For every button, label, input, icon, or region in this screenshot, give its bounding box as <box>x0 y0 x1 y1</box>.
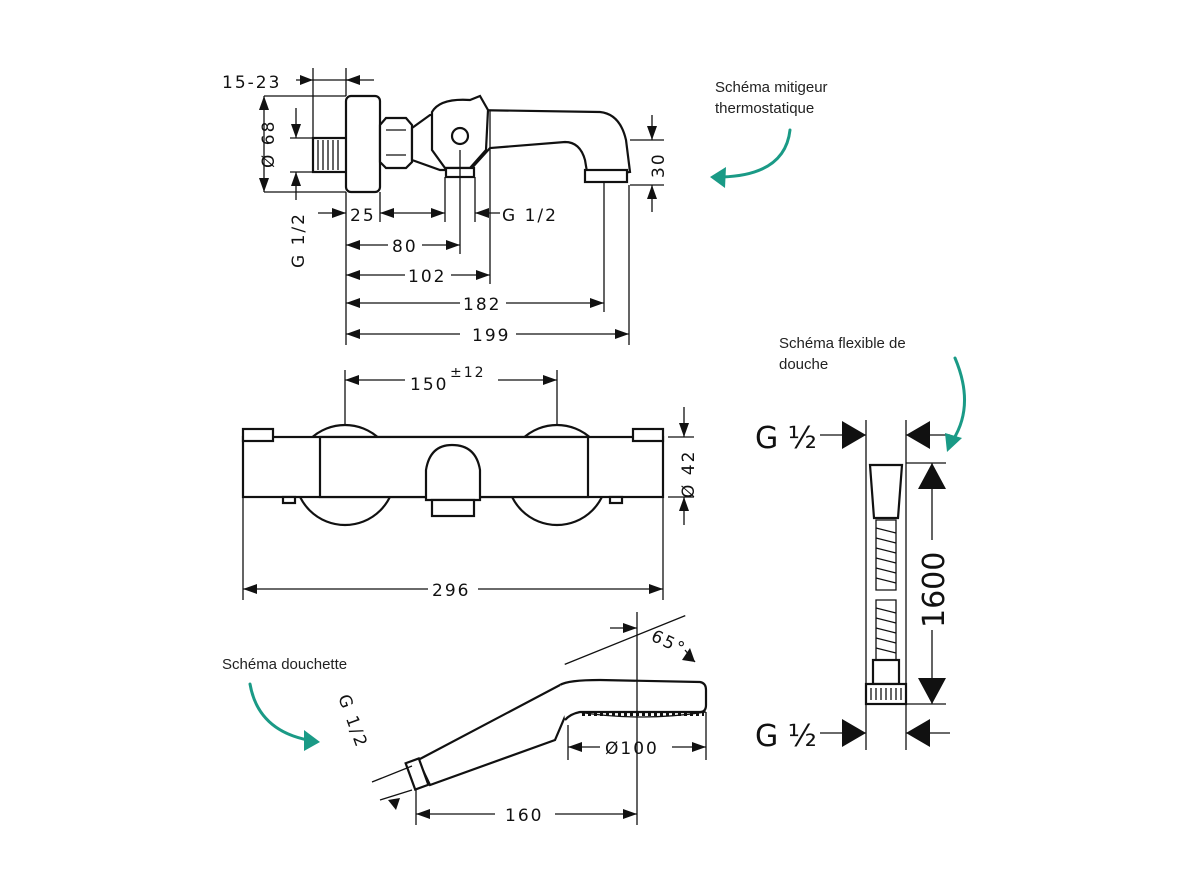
svg-text:Schéma flexible de: Schéma flexible de <box>779 335 906 352</box>
arrow-hose <box>951 356 966 442</box>
mixer-side-view: 15-23 Ø 68 G 1/2 25 G 1/2 30 <box>222 68 669 346</box>
mixer-front-view: 150 ±12 Ø 42 296 <box>241 365 699 601</box>
caption-hose: Schéma flexible de douche <box>779 335 966 452</box>
handshower-diameter: Ø100 <box>605 739 659 759</box>
hand-shower: 65° Ø100 160 G 1/2 <box>333 612 708 826</box>
svg-text:thermostatique: thermostatique <box>715 100 814 117</box>
hose-length: 1600 <box>917 552 952 628</box>
dim-d42: Ø 42 <box>679 450 699 498</box>
dim-296: 296 <box>432 581 470 601</box>
dim-150: 150 <box>410 375 448 395</box>
svg-text:Schéma douchette: Schéma douchette <box>222 656 347 673</box>
caption-handshower: Schéma douchette <box>222 656 347 751</box>
dim-150-tolerance: ±12 <box>450 365 486 381</box>
handshower-g12: G 1/2 <box>333 692 371 751</box>
dim-d68: Ø 68 <box>259 120 279 168</box>
dim-80: 80 <box>392 237 418 257</box>
shower-hose: G ½ G ½ 1600 <box>755 420 952 754</box>
dim-g12-inlet: G 1/2 <box>289 212 309 268</box>
dim-199: 199 <box>472 326 510 346</box>
caption-mixer: Schéma mitigeur thermostatique <box>710 79 828 188</box>
arrow-handshower <box>248 682 310 742</box>
handshower-length: 160 <box>505 806 543 826</box>
dim-182: 182 <box>463 295 501 315</box>
dim-25: 25 <box>350 206 376 226</box>
dim-15-23: 15-23 <box>222 73 281 93</box>
svg-text:Schéma mitigeur: Schéma mitigeur <box>715 79 828 96</box>
hose-g12-top: G ½ <box>755 421 817 456</box>
svg-text:douche: douche <box>779 356 828 373</box>
hose-g12-bottom: G ½ <box>755 719 817 754</box>
dim-g12-outlet: G 1/2 <box>502 206 558 226</box>
dim-30: 30 <box>649 152 669 178</box>
angle-65: 65° <box>648 626 689 659</box>
arrow-mixer <box>720 128 792 179</box>
dim-102: 102 <box>408 267 446 287</box>
